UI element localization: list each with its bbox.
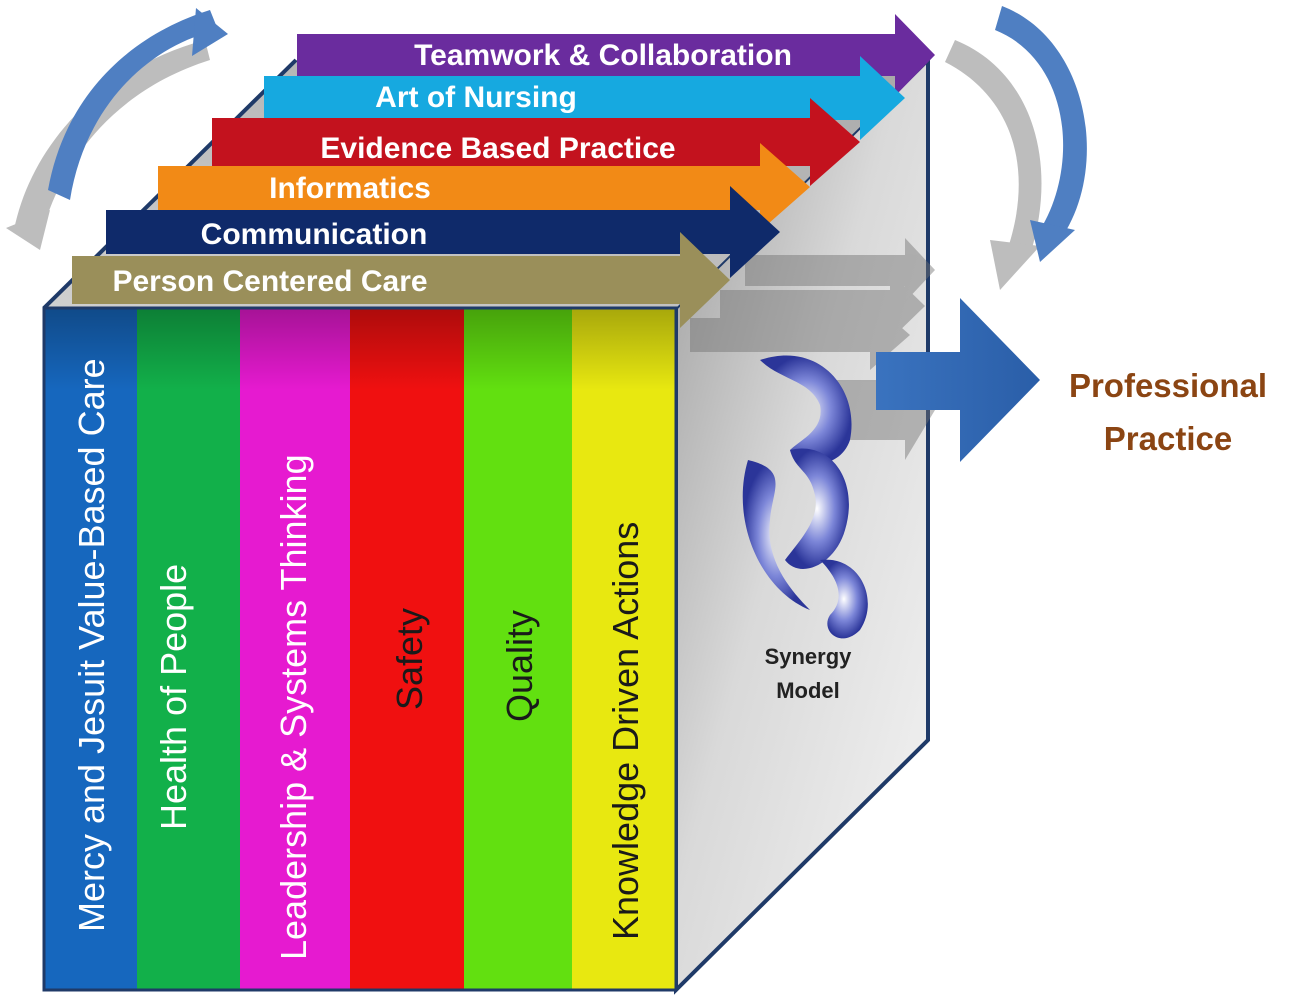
pillar-label-mercy-jesuit: Mercy and Jesuit Value-Based Care [71,358,112,932]
pillar-label-safety: Safety [389,608,430,710]
pillar-leadership: Leadership & Systems Thinking [240,308,350,990]
outcome-label-line1: Professional [1069,367,1267,404]
outcome-label-line2: Practice [1104,420,1232,457]
arrow-label-evidence-based-practice: Evidence Based Practice [320,132,675,165]
arrow-teamwork-collaboration: Teamwork & Collaboration [297,14,935,96]
synergy-swirl-icon [742,355,868,639]
pillar-health-of-people: Health of People [137,308,240,990]
arrow-label-informatics: Informatics [269,172,431,205]
synergy-label-line1: Synergy [765,644,853,669]
arrow-informatics: Informatics [158,143,810,231]
arrow-label-teamwork-collaboration: Teamwork & Collaboration [414,39,792,72]
arrow-label-communication: Communication [201,218,428,251]
cycle-arrows-right [945,6,1087,290]
arrow-label-art-of-nursing: Art of Nursing [375,81,577,114]
pillar-safety: Safety [350,308,464,990]
horizontal-arrows: Teamwork & Collaboration Art of Nursing … [72,14,935,328]
arrow-person-centered-care: Person Centered Care [72,232,730,328]
pillar-mercy-jesuit: Mercy and Jesuit Value-Based Care [44,308,137,990]
pillar-quality: Quality [464,308,572,990]
pillar-knowledge-driven-actions: Knowledge Driven Actions [572,308,676,990]
pillar-label-knowledge-driven-actions: Knowledge Driven Actions [605,522,646,940]
pillars: Mercy and Jesuit Value-Based Care Health… [42,306,678,992]
arrow-communication: Communication [106,186,780,278]
pillar-label-quality: Quality [499,610,540,722]
arrow-evidence-based-practice: Evidence Based Practice [212,98,860,186]
pillar-label-leadership: Leadership & Systems Thinking [273,454,314,960]
outcome-arrow [876,298,1040,462]
cycle-arrows-left [6,8,228,250]
pillar-label-health-of-people: Health of People [153,564,194,830]
synergy-label-line2: Model [776,678,840,703]
arrow-label-person-centered-care: Person Centered Care [112,265,427,298]
